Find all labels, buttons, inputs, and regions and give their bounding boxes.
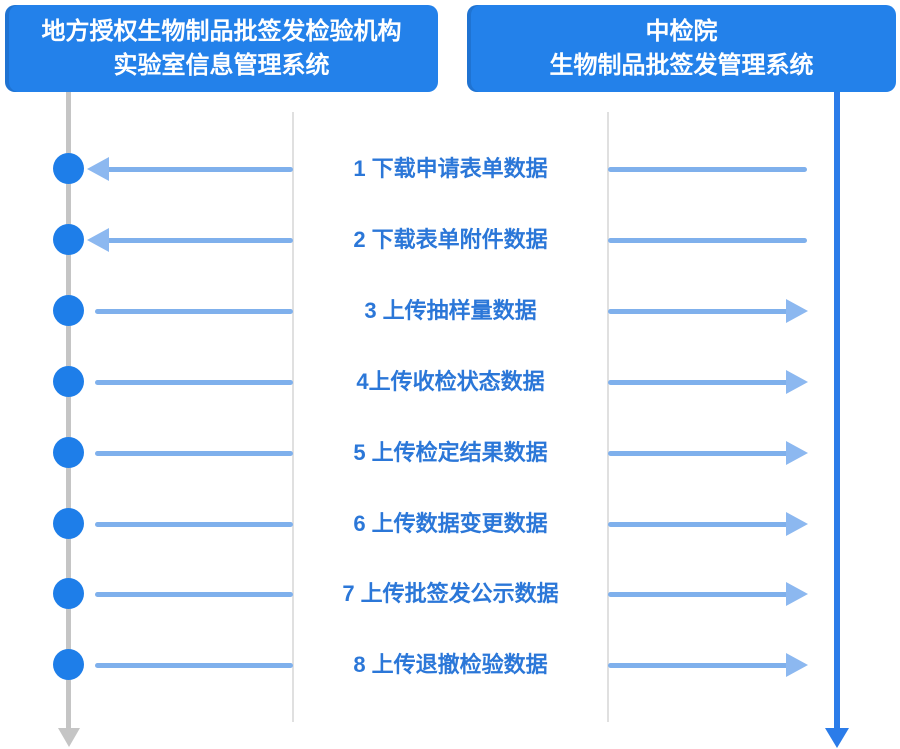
lifeline-node-circle (53, 366, 84, 397)
message-label: 5 上传检定结果数据 (353, 440, 548, 465)
left-system-name-line2: 实验室信息管理系统 (113, 51, 330, 79)
arrow-right-segment (608, 522, 789, 527)
right-lifeline (834, 92, 840, 728)
arrowhead-icon (786, 653, 808, 677)
arrowhead-icon (786, 512, 808, 536)
left-lifeline-arrowhead-icon (58, 728, 80, 747)
arrow-left-segment (95, 309, 293, 314)
arrow-right-segment (608, 309, 789, 314)
arrow-right-segment (608, 592, 789, 597)
message-label: 8 上传退撤检验数据 (353, 652, 548, 677)
message-label: 1 下载申请表单数据 (353, 156, 548, 181)
lifeline-node-circle (53, 437, 84, 468)
arrow-right-segment (608, 167, 807, 172)
left-lifeline (66, 92, 71, 728)
arrow-left-segment (107, 167, 293, 172)
message-label: 3 上传抽样量数据 (364, 298, 537, 323)
arrow-left-segment (95, 380, 293, 385)
arrowhead-icon (87, 228, 109, 252)
right-system-name-line2: 生物制品批签发管理系统 (549, 51, 814, 79)
arrow-left-segment (95, 663, 293, 668)
right-system-header: 中检院 生物制品批签发管理系统 (467, 5, 896, 92)
arrow-left-segment (95, 451, 293, 456)
arrowhead-icon (87, 157, 109, 181)
arrowhead-icon (786, 441, 808, 465)
right-system-name-line1: 中检院 (645, 17, 718, 45)
message-label: 7 上传批签发公示数据 (342, 581, 559, 606)
lifeline-node-circle (53, 649, 84, 680)
message-label: 2 下载表单附件数据 (353, 227, 548, 252)
arrowhead-icon (786, 299, 808, 323)
arrow-right-segment (608, 238, 807, 243)
right-lifeline-arrowhead-icon (825, 728, 849, 748)
lifeline-node-circle (53, 508, 84, 539)
lifeline-node-circle (53, 224, 84, 255)
message-label: 4上传收检状态数据 (356, 369, 545, 394)
arrow-right-segment (608, 451, 789, 456)
lifeline-node-circle (53, 153, 84, 184)
arrow-right-segment (608, 663, 789, 668)
arrow-left-segment (95, 522, 293, 527)
arrow-left-segment (95, 592, 293, 597)
lifeline-node-circle (53, 295, 84, 326)
arrow-right-segment (608, 380, 789, 385)
left-system-name-line1: 地方授权生物制品批签发检验机构 (41, 17, 402, 45)
message-label: 6 上传数据变更数据 (353, 511, 548, 536)
right-activation-line (607, 112, 609, 722)
lifeline-node-circle (53, 578, 84, 609)
arrowhead-icon (786, 370, 808, 394)
left-activation-line (292, 112, 294, 722)
left-system-header: 地方授权生物制品批签发检验机构 实验室信息管理系统 (5, 5, 438, 92)
arrow-left-segment (107, 238, 293, 243)
arrowhead-icon (786, 582, 808, 606)
